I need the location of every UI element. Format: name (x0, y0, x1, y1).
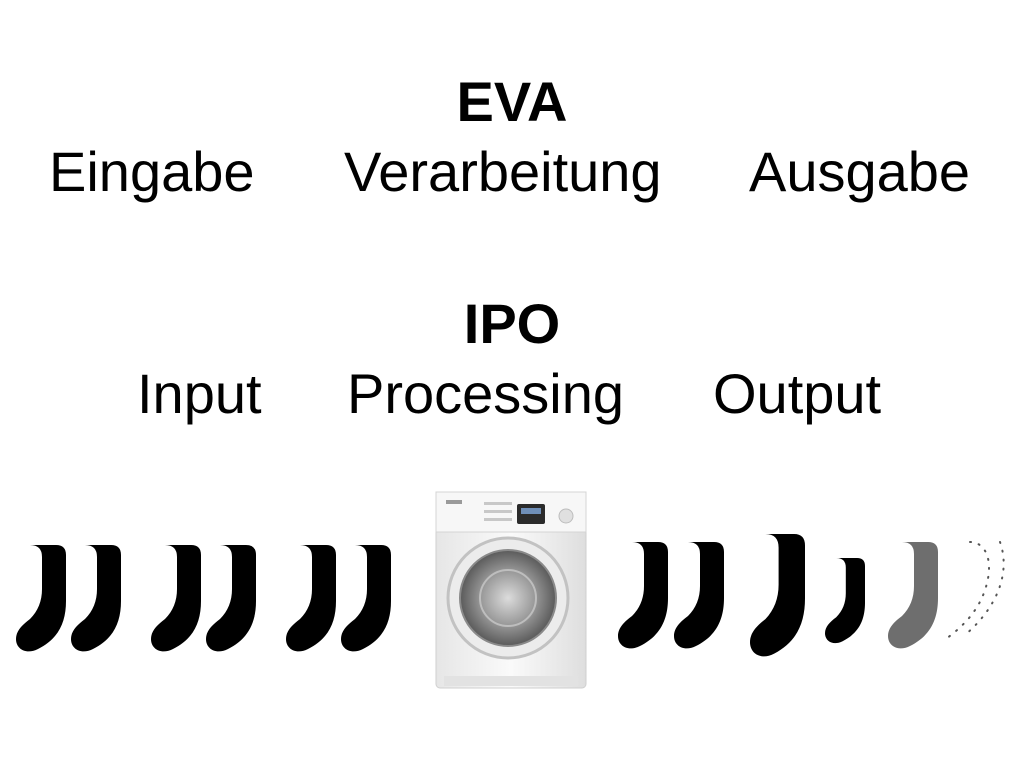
output-socks (618, 534, 1005, 657)
faded-sock-icon (888, 542, 938, 649)
ipo-output-label: Output (713, 362, 882, 425)
sock-icon (151, 545, 201, 652)
ipo-processing-label: Processing (347, 362, 625, 425)
sock-icon (206, 545, 256, 652)
sock-icon (750, 534, 805, 657)
input-socks (16, 545, 391, 652)
vanishing-sock-outline-icon (964, 541, 1005, 636)
sock-icon (674, 542, 724, 649)
vanishing-sock-icon (944, 541, 990, 641)
sock-icon (286, 545, 336, 652)
sock-icon (825, 558, 865, 644)
sock-icon (16, 545, 66, 652)
ipo-title: IPO (463, 292, 561, 355)
eva-output-label: Ausgabe (749, 140, 971, 203)
sock-icon (618, 542, 668, 649)
eva-title: EVA (456, 70, 568, 133)
eva-processing-label: Verarbeitung (344, 140, 662, 203)
ipo-input-label: Input (137, 362, 262, 425)
washing-machine-icon (435, 491, 587, 689)
eva-input-label: Eingabe (49, 140, 255, 203)
laundry-illustration (16, 491, 1005, 689)
sock-icon (71, 545, 121, 652)
sock-icon (341, 545, 391, 652)
